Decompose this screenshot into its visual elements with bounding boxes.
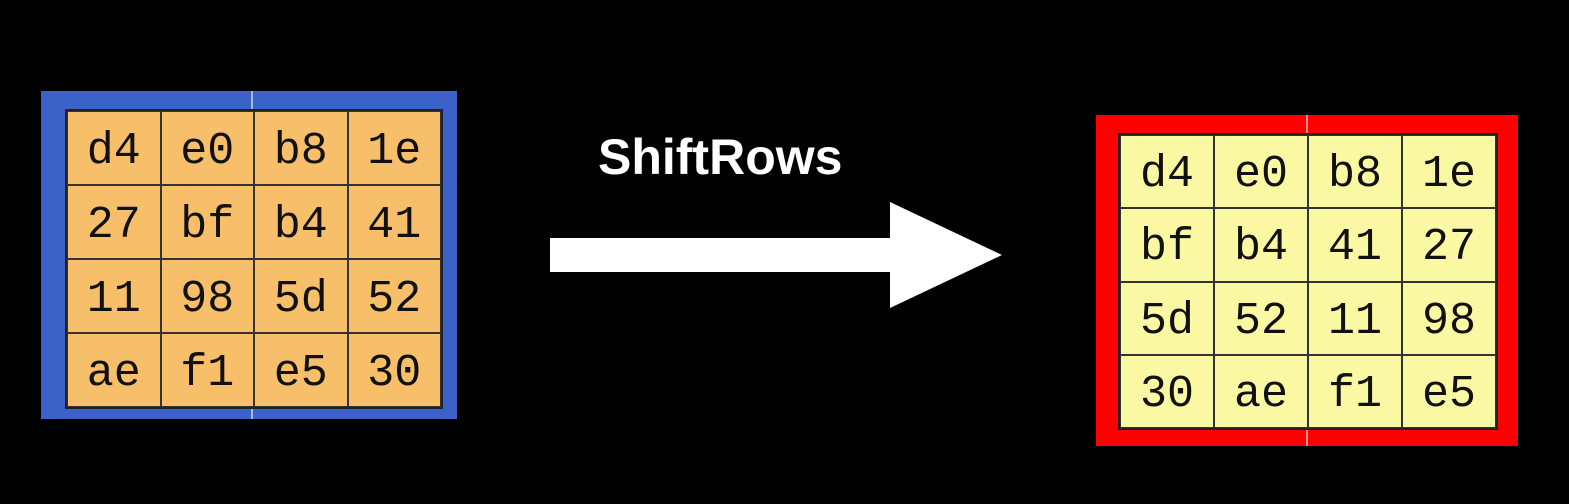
input-cell: e0 (160, 111, 254, 185)
output-cell: 41 (1308, 208, 1402, 282)
output-cell: b4 (1214, 208, 1308, 282)
output-cell: f1 (1308, 354, 1402, 428)
output-cell: 1e (1402, 135, 1496, 209)
output-cell: bf (1120, 208, 1214, 282)
output-cell: 27 (1402, 208, 1496, 282)
input-cell: b4 (254, 185, 348, 259)
input-state-grid: d4 e0 b8 1e 27 bf b4 41 11 98 5d 52 ae f… (65, 109, 443, 409)
input-cell: bf (160, 185, 254, 259)
input-cell: 1e (347, 111, 441, 185)
operation-label: ShiftRows (598, 129, 843, 185)
right-arrow-icon (550, 202, 1002, 308)
output-state-matrix: d4 e0 b8 1e bf b4 41 27 5d 52 11 98 30 a… (1096, 115, 1518, 446)
output-cell: b8 (1308, 135, 1402, 209)
output-cell: 98 (1402, 281, 1496, 355)
output-cell: ae (1214, 354, 1308, 428)
output-cell: 52 (1214, 281, 1308, 355)
input-cell: 41 (347, 185, 441, 259)
output-cell: e5 (1402, 354, 1496, 428)
input-state-matrix: d4 e0 b8 1e 27 bf b4 41 11 98 5d 52 ae f… (41, 91, 457, 419)
input-cell: 52 (347, 259, 441, 333)
output-cell: d4 (1120, 135, 1214, 209)
input-cell: ae (67, 333, 161, 407)
output-cell: 11 (1308, 281, 1402, 355)
input-cell: e5 (254, 333, 348, 407)
output-cell: e0 (1214, 135, 1308, 209)
input-cell: 5d (254, 259, 348, 333)
output-cell: 30 (1120, 354, 1214, 428)
output-state-grid: d4 e0 b8 1e bf b4 41 27 5d 52 11 98 30 a… (1118, 133, 1498, 430)
input-cell: 98 (160, 259, 254, 333)
input-cell: 11 (67, 259, 161, 333)
input-cell: 30 (347, 333, 441, 407)
output-cell: 5d (1120, 281, 1214, 355)
input-cell: f1 (160, 333, 254, 407)
input-cell: b8 (254, 111, 348, 185)
input-cell: d4 (67, 111, 161, 185)
input-cell: 27 (67, 185, 161, 259)
